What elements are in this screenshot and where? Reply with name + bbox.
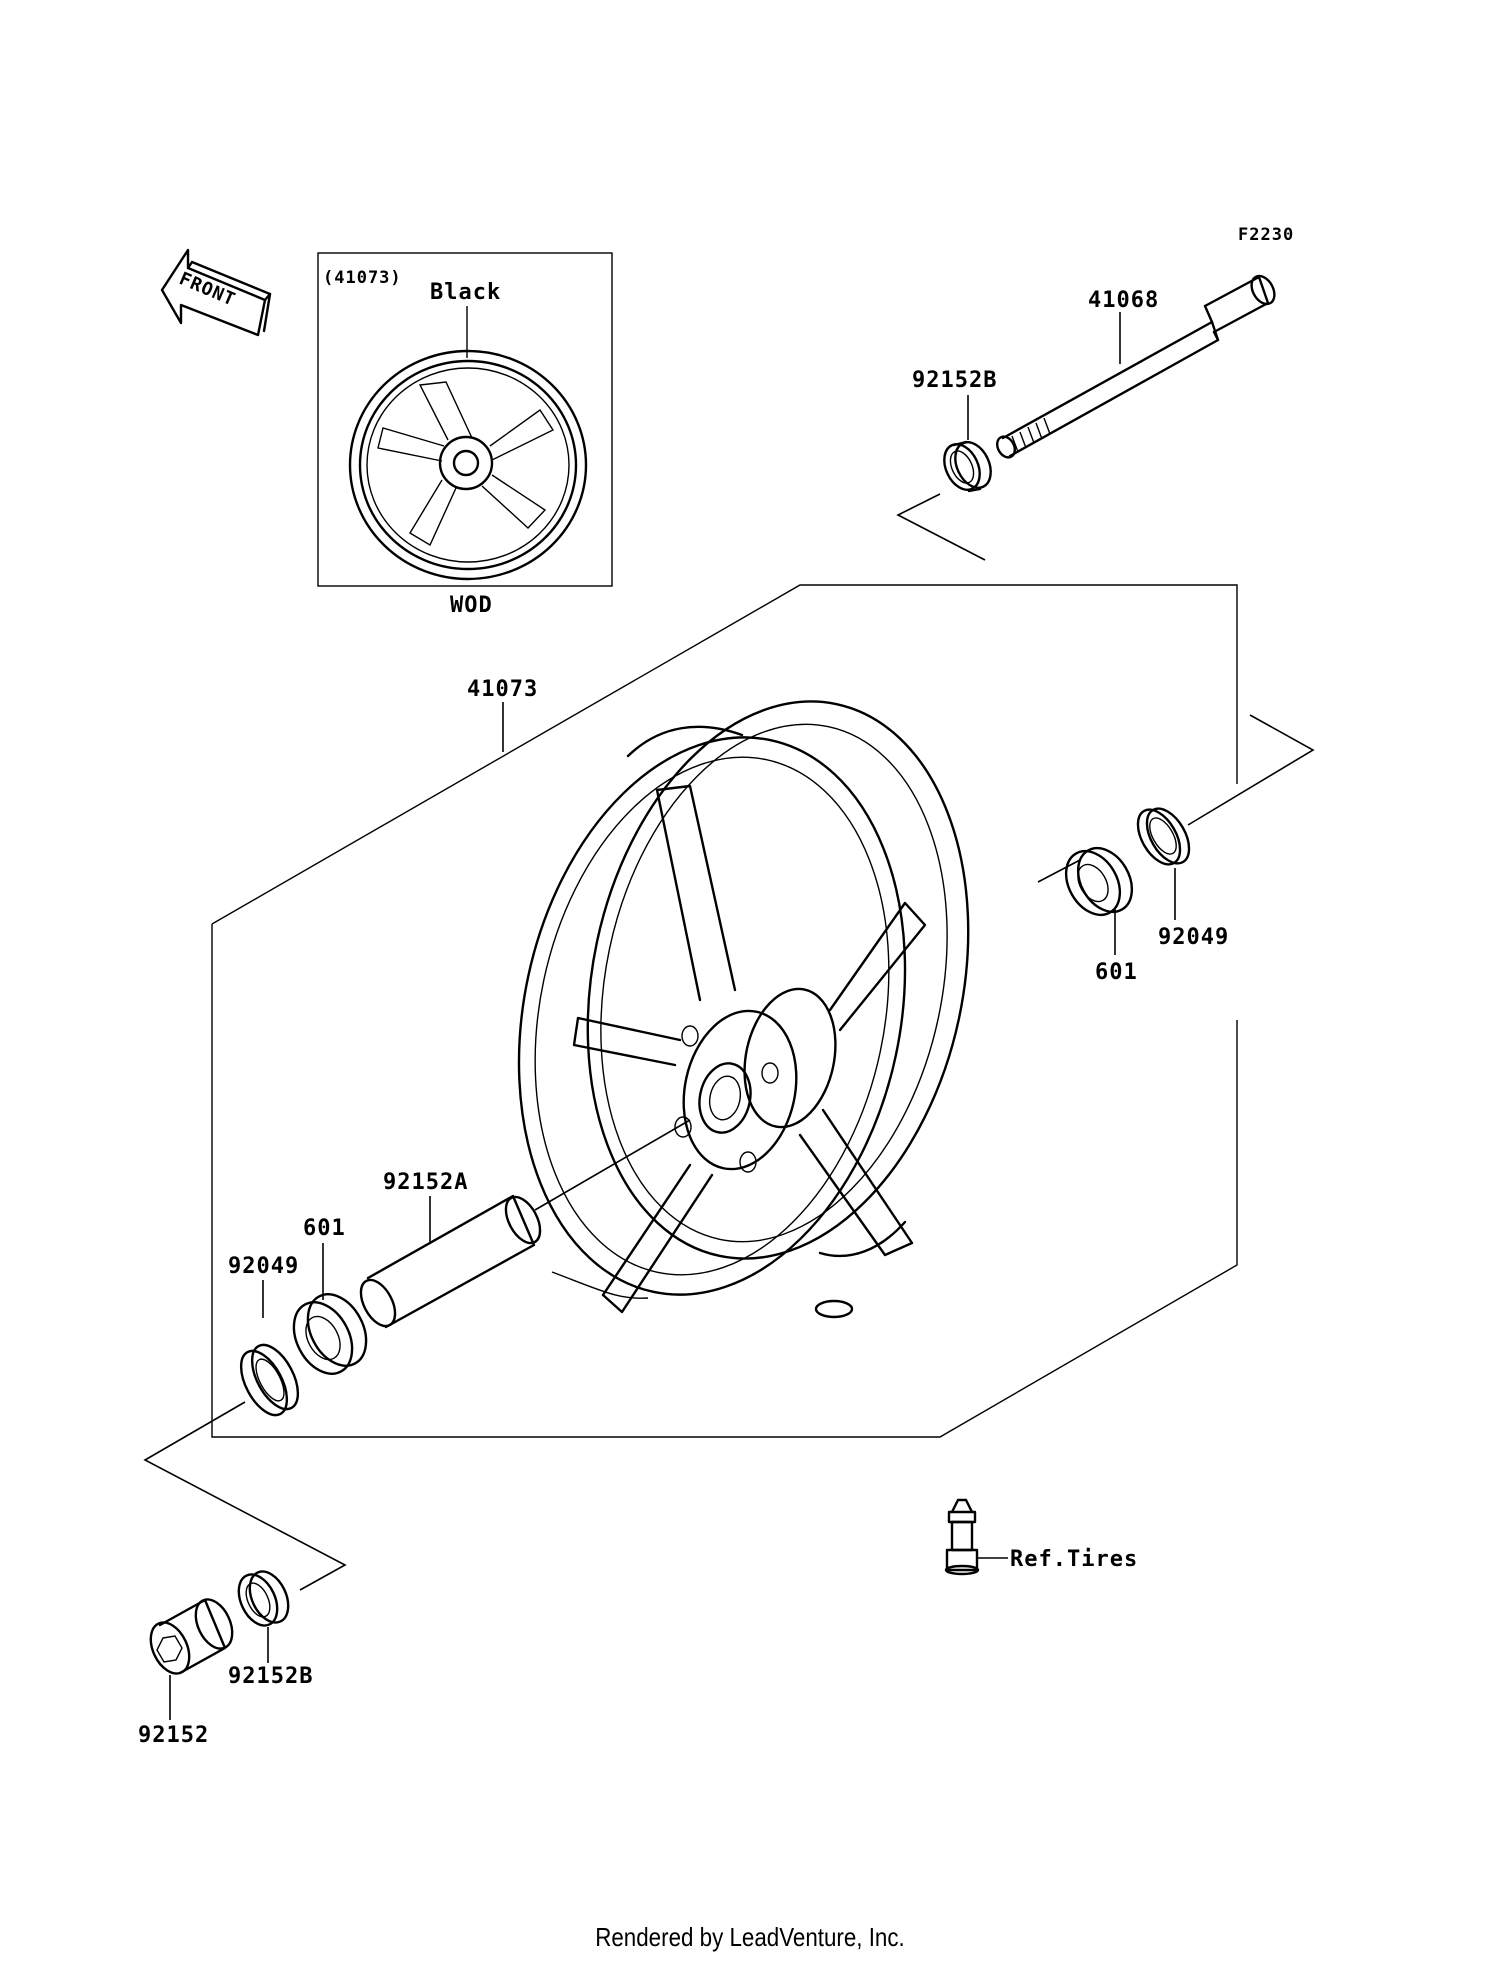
callout-41068: 41068 [1088,288,1159,313]
wheel-icon [348,349,588,581]
axle-nut-icon [149,1598,234,1675]
callout-ref-tires: Ref.Tires [1010,1547,1138,1572]
callout-92152B-upper: 92152B [912,368,997,393]
bearing-left-icon [292,1293,368,1375]
spacer-icon [359,1194,542,1329]
callout-601-left: 601 [303,1216,346,1241]
collar-icon [943,440,992,493]
inset-color: Black [430,280,501,305]
callout-92049-right: 92049 [1158,925,1229,950]
inset-caption: WOD [450,593,493,618]
inset-part-ref: (41073) [323,268,402,288]
callout-601-right: 601 [1095,960,1138,985]
figure-code: F2230 [1238,225,1294,245]
callout-92049-left: 92049 [228,1254,299,1279]
bearing-icon [1064,847,1134,916]
callout-41073: 41073 [467,677,538,702]
oil-seal-icon [1136,807,1191,866]
callout-92152A: 92152A [383,1170,468,1195]
footer-credit: Rendered by LeadVenture, Inc. [595,1922,905,1952]
callout-92152: 92152 [138,1723,209,1748]
axle-icon [996,274,1276,459]
inset-wheel-box: (41073) Black WOD [317,252,613,618]
front-arrow-label: FRONT [176,268,239,310]
air-valve-icon [944,1498,980,1576]
oil-seal-left-icon [239,1343,300,1417]
collar-lower-icon [237,1570,290,1627]
main-wheel [517,700,970,1319]
callout-92152B-lower: 92152B [228,1664,313,1689]
front-arrow-icon: FRONT [160,248,272,337]
